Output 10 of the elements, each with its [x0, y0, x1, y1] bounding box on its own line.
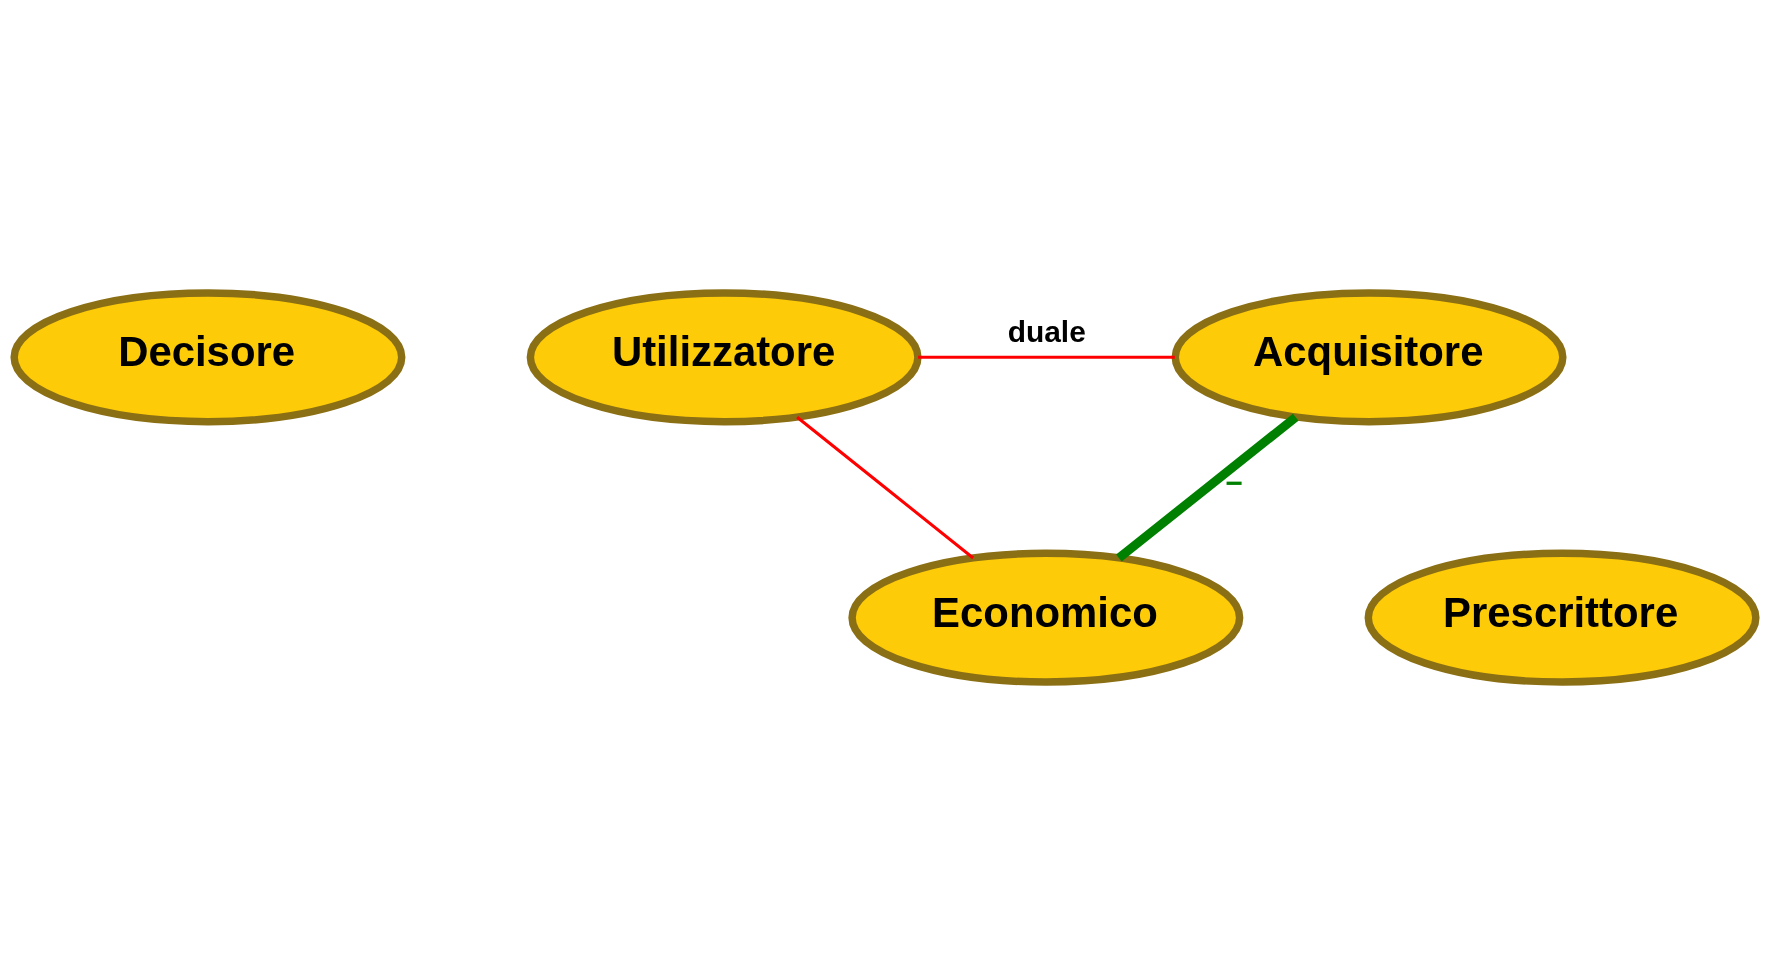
edge-label: −: [1225, 466, 1243, 500]
node-ellipse: Utilizzatore: [526, 289, 922, 426]
node-ellipse: Economico: [848, 549, 1244, 686]
edge-label: duale: [1007, 315, 1086, 349]
node-ellipse: Decisore: [10, 289, 406, 426]
node-ellipse: Acquisitore: [1171, 289, 1567, 426]
connector: [796, 416, 975, 560]
connector: [918, 355, 1175, 359]
node-ellipse: Prescrittore: [1364, 549, 1760, 686]
connector: [1116, 413, 1299, 562]
